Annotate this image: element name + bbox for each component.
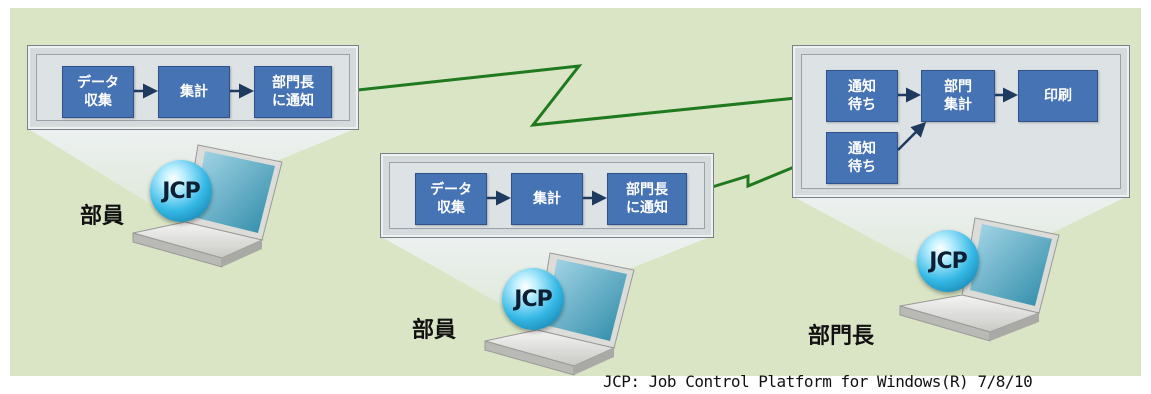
member1-aggregate-box: 集計 <box>158 66 230 118</box>
role-label-manager: 部門長 <box>808 324 875 349</box>
role-label-member1: 部員 <box>80 204 125 229</box>
jcp-badge: JCP <box>502 268 564 330</box>
arrow-icon <box>897 121 927 151</box>
manager-aggregate-box: 部門 集計 <box>921 70 995 122</box>
manager-wait2-box: 通知 待ち <box>826 132 898 184</box>
member1-notify-box: 部門長 に通知 <box>254 66 332 118</box>
laptop-icon <box>132 144 283 268</box>
footnote: JCP: Job Control Platform for Windows(R)… <box>603 372 1033 391</box>
member2-aggregate-box: 集計 <box>511 173 583 225</box>
notify-line-member2 <box>685 155 819 197</box>
jcp-badge: JCP <box>150 160 212 222</box>
manager-wait1-box: 通知 待ち <box>826 70 898 122</box>
laptop-icon <box>899 217 1060 342</box>
member1-collect-box: データ 収集 <box>62 66 134 118</box>
member2-notify-box: 部門長 に通知 <box>607 173 687 225</box>
jcp-badge: JCP <box>917 230 979 292</box>
member2-collect-box: データ 収集 <box>415 173 487 225</box>
manager-print-box: 印刷 <box>1018 70 1098 122</box>
laptop-icon <box>484 252 635 376</box>
notify-line-member1 <box>329 64 819 127</box>
role-label-member2: 部員 <box>412 318 457 343</box>
